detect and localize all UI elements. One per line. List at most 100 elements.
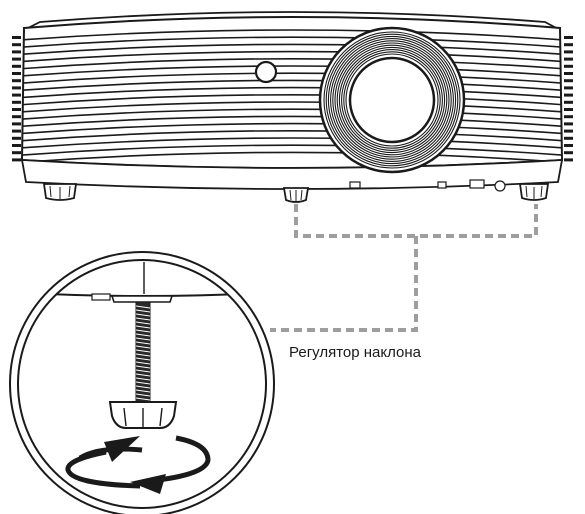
vent-slot bbox=[564, 115, 573, 119]
thread-line bbox=[135, 341, 151, 345]
vent-slot bbox=[12, 115, 21, 119]
projector bbox=[12, 11, 573, 203]
magnifier-detail bbox=[9, 251, 275, 514]
thread-line bbox=[135, 377, 151, 381]
thread-line bbox=[135, 337, 151, 341]
vent-slot bbox=[564, 43, 573, 47]
vent-line bbox=[22, 108, 562, 120]
bottom-detail-2 bbox=[437, 181, 447, 189]
vent-slot bbox=[12, 151, 21, 155]
vent-line bbox=[22, 122, 562, 135]
thread-line bbox=[135, 357, 151, 361]
thread-line bbox=[135, 365, 151, 369]
thread-line bbox=[135, 313, 151, 317]
small-tab bbox=[91, 293, 111, 301]
thread-line bbox=[135, 309, 151, 313]
ir-sensor-dot bbox=[254, 60, 278, 84]
thread-line bbox=[135, 329, 151, 333]
vent-slot bbox=[564, 50, 573, 54]
vent-line bbox=[22, 137, 562, 149]
vent-slot bbox=[12, 136, 21, 140]
lens-ring bbox=[336, 44, 448, 156]
vent-slot bbox=[564, 151, 573, 155]
vent-grille bbox=[22, 29, 562, 164]
lens-ring bbox=[338, 46, 446, 154]
vent-line bbox=[22, 115, 562, 128]
vent-line bbox=[22, 79, 562, 92]
vent-line bbox=[22, 151, 562, 164]
vent-line bbox=[22, 130, 562, 142]
adjuster-foot bbox=[108, 401, 178, 429]
vent-slot bbox=[12, 64, 21, 68]
projector-foot-center bbox=[282, 187, 310, 203]
vent-line bbox=[22, 29, 562, 41]
vent-line bbox=[22, 58, 562, 70]
threaded-rod bbox=[135, 301, 151, 403]
rotate-both-directions-icon bbox=[65, 435, 211, 489]
lens-ring bbox=[334, 42, 450, 158]
thread-line bbox=[135, 361, 151, 365]
bottom-detail-1 bbox=[349, 181, 361, 189]
dashed-connector bbox=[270, 204, 538, 332]
vent-slot bbox=[12, 144, 21, 147]
vent-slot bbox=[12, 122, 21, 126]
thread-line bbox=[135, 317, 151, 321]
vent-line bbox=[22, 72, 562, 84]
thread-line bbox=[135, 373, 151, 377]
vent-line bbox=[22, 86, 562, 99]
mount-plate bbox=[110, 295, 174, 303]
vent-slot bbox=[12, 129, 21, 133]
vent-slot bbox=[12, 57, 21, 61]
vent-slot bbox=[564, 79, 573, 83]
vent-slot bbox=[12, 36, 21, 39]
vent-slot bbox=[12, 100, 21, 104]
thread-line bbox=[135, 333, 151, 337]
vent-slot bbox=[564, 86, 573, 90]
vent-slot bbox=[12, 158, 21, 162]
thread-line bbox=[135, 389, 151, 393]
vent-slot bbox=[12, 93, 21, 97]
thread-line bbox=[135, 345, 151, 349]
vent-line bbox=[22, 144, 562, 156]
rotation-arrowheads bbox=[104, 436, 166, 494]
thread-line bbox=[135, 385, 151, 389]
vent-slot bbox=[12, 79, 21, 83]
lens-ring bbox=[325, 33, 459, 167]
vent-slot bbox=[12, 50, 21, 54]
thread-line bbox=[135, 397, 151, 401]
vent-slot bbox=[564, 36, 573, 39]
vent-slot bbox=[12, 43, 21, 47]
vent-slot bbox=[564, 108, 573, 111]
lens-ring bbox=[323, 31, 461, 169]
vent-slot bbox=[564, 158, 573, 162]
lens-ring bbox=[332, 40, 452, 160]
vent-line bbox=[22, 101, 562, 113]
thread-line bbox=[135, 321, 151, 325]
thread-line bbox=[135, 381, 151, 385]
projector-foot-left bbox=[42, 183, 78, 201]
tilt-adjuster-label: Регулятор наклона bbox=[289, 344, 422, 361]
thread-line bbox=[135, 325, 151, 329]
vent-slot bbox=[564, 72, 573, 75]
vent-line bbox=[22, 36, 562, 48]
projection-lens bbox=[318, 26, 466, 174]
vent-slot bbox=[12, 86, 21, 90]
vent-slot bbox=[564, 57, 573, 61]
thread-line bbox=[135, 305, 151, 309]
thread-line bbox=[135, 393, 151, 397]
vent-slot bbox=[12, 72, 21, 75]
thread-line bbox=[135, 349, 151, 353]
vent-line bbox=[22, 65, 562, 77]
lens-ring bbox=[343, 51, 441, 149]
projector-lower-skirt bbox=[20, 159, 564, 190]
vent-line bbox=[22, 94, 562, 106]
thread-line bbox=[135, 353, 151, 357]
lens-ring bbox=[330, 38, 454, 162]
vent-slot bbox=[564, 136, 573, 140]
vent-slot bbox=[564, 64, 573, 68]
bottom-detail-4 bbox=[494, 180, 506, 192]
projector-foot-right bbox=[518, 183, 550, 201]
vent-slot bbox=[564, 122, 573, 126]
vent-line bbox=[22, 43, 562, 56]
